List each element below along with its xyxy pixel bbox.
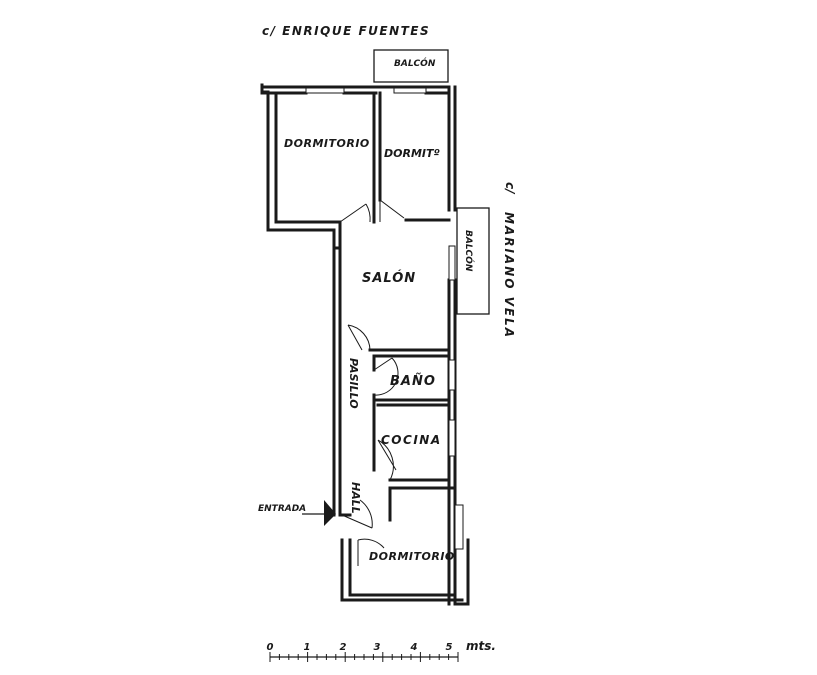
scale-unit: mts. xyxy=(466,639,496,653)
scale-bar: 0 1 2 3 4 5 mts. xyxy=(267,639,496,662)
window-dormitorio xyxy=(305,87,345,94)
balcony-top-label: BALCÓN xyxy=(394,57,436,69)
scale-label-1: 1 xyxy=(304,642,311,653)
door-salon-pasillo xyxy=(347,324,371,351)
door-entrada xyxy=(341,499,373,529)
room-label-dormitorio-2: DORMITº xyxy=(384,147,440,160)
scale-label-2: 2 xyxy=(340,642,347,653)
door-bano xyxy=(373,357,399,396)
scale-label-0: 0 xyxy=(267,642,274,653)
window-balcon-top xyxy=(393,87,427,94)
street-label-right: MARIANO VELA xyxy=(502,212,516,339)
room-label-cocina: COCINA xyxy=(381,433,442,447)
balcony-right: BALCÓN xyxy=(456,207,490,315)
window-dormitorio-bajo xyxy=(454,504,464,550)
doors xyxy=(339,199,405,566)
room-label-salon: SALÓN xyxy=(362,270,416,286)
interior-walls xyxy=(338,338,457,597)
scale-label-4: 4 xyxy=(410,642,418,653)
balcony-right-label: BALCÓN xyxy=(463,230,475,272)
outer-walls xyxy=(260,83,470,606)
door-dormitorio xyxy=(339,203,371,223)
door-dormitorio-2 xyxy=(379,199,405,222)
room-label-dormitorio-3: DORMITORIO xyxy=(369,550,455,563)
window-cocina xyxy=(448,419,456,457)
room-label-dormitorio-1: DORMITORIO xyxy=(284,137,370,150)
room-label-bano: BAÑO xyxy=(390,373,436,389)
window-salon xyxy=(448,245,456,281)
street-prefix-right: c/ xyxy=(503,182,517,195)
street-label-top: c/ ENRIQUE FUENTES xyxy=(262,24,430,38)
scale-label-3: 3 xyxy=(374,642,381,653)
entrance-arrow-icon xyxy=(324,500,336,526)
scale-ticks xyxy=(269,652,459,662)
window-bano xyxy=(448,359,456,391)
scale-label-5: 5 xyxy=(446,642,453,653)
entrance-label: ENTRADA xyxy=(258,504,306,514)
entrance-marker: ENTRADA xyxy=(258,500,336,526)
balcony-top: BALCÓN xyxy=(373,49,449,83)
door-dormitorio-bajo xyxy=(357,538,385,566)
door-cocina xyxy=(377,439,397,481)
windows xyxy=(305,87,464,550)
room-label-pasillo: PASILLO xyxy=(347,358,360,409)
room-label-hall: HALL xyxy=(349,482,362,514)
